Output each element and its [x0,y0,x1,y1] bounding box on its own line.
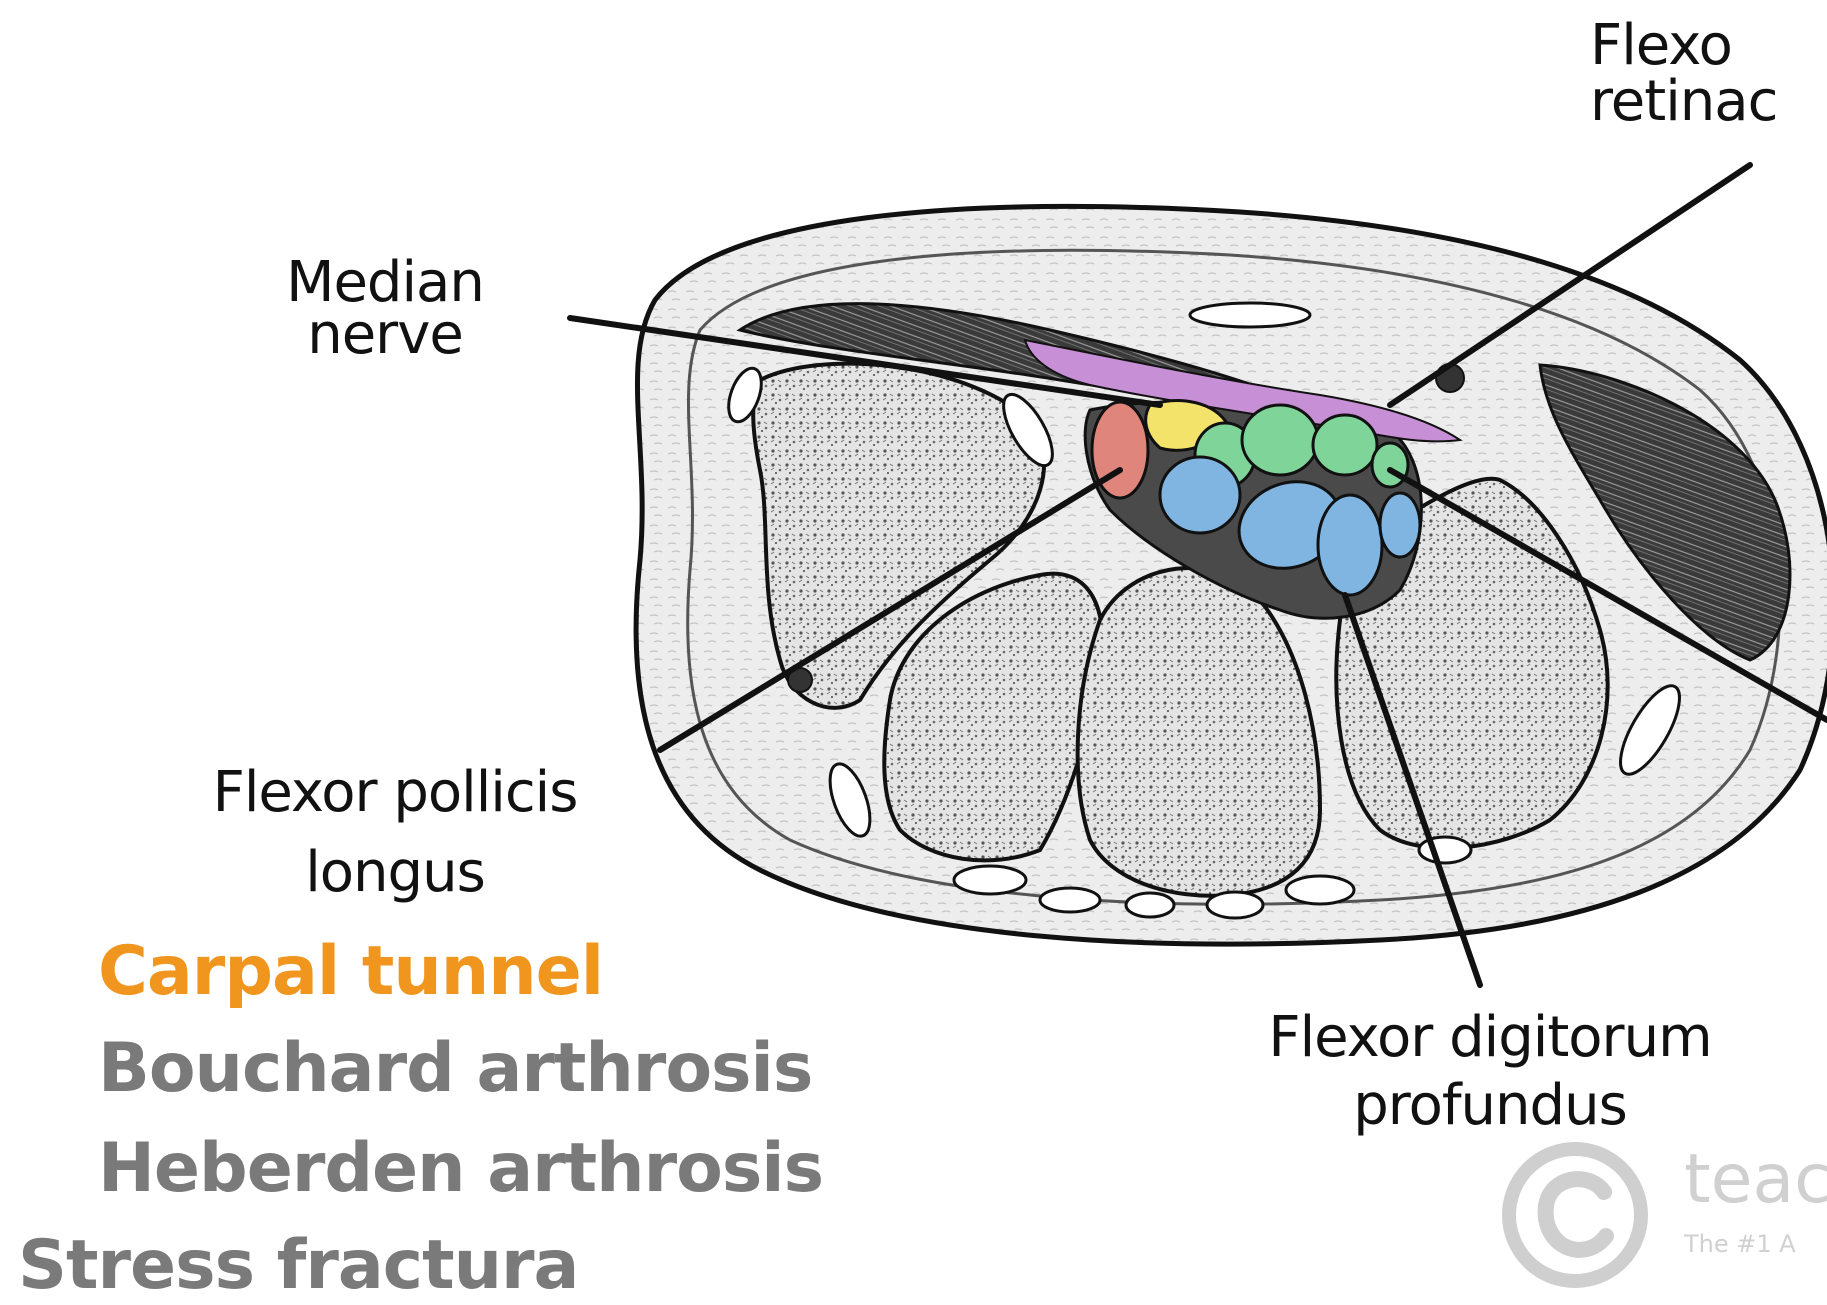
label-median-nerve: Median nerve [255,255,515,363]
watermark-text: teac [1684,1140,1827,1219]
fdp-tendon-3 [1318,495,1382,595]
label-flexor-retinaculum: Flexo retinac [1590,18,1777,130]
watermark-tagline: The #1 A [1684,1230,1796,1258]
topic-carpal-tunnel: Carpal tunnel [98,938,603,1006]
fds-tendon-2 [1242,405,1318,475]
label-flexor-pollicis-longus: Flexor pollicis longus [160,765,630,901]
fdp-tendon-4 [1380,493,1420,557]
topic-stress-fractura: Stress fractura [18,1232,578,1300]
topic-heberden-arthrosis: Heberden arthrosis [98,1135,823,1203]
fds-tendon-3 [1313,415,1377,475]
copyright-icon [1500,1140,1650,1290]
label-flexor-digitorum-profundus: Flexor digitorum profundus [1210,1010,1770,1134]
topic-bouchard-arthrosis: Bouchard arthrosis [98,1035,812,1103]
fdp-tendon-1 [1160,457,1240,533]
